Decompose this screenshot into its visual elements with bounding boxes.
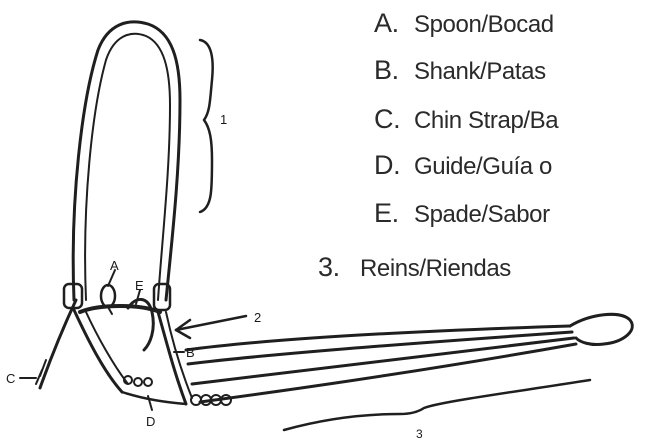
callout-a: A [110,258,119,273]
rein-end-loop [570,314,632,344]
headstall-loop-inner [85,34,170,300]
callout-c: C [6,371,15,386]
callout-3: 3 [416,427,423,441]
mouthpiece-bar [80,306,160,312]
callout-d: D [146,414,155,429]
bracket-1 [200,40,213,212]
spoon [101,285,115,307]
bracket-3 [284,380,590,430]
callout-b: B [186,345,195,360]
left-shank [74,310,122,392]
callout-1: 1 [220,112,227,127]
callout-e: E [135,278,144,293]
guide-chain [122,392,186,404]
rein-strand-4 [200,344,576,402]
callout-2: 2 [254,310,261,325]
rein-strand-2 [188,332,572,364]
chin-strap [40,300,76,388]
